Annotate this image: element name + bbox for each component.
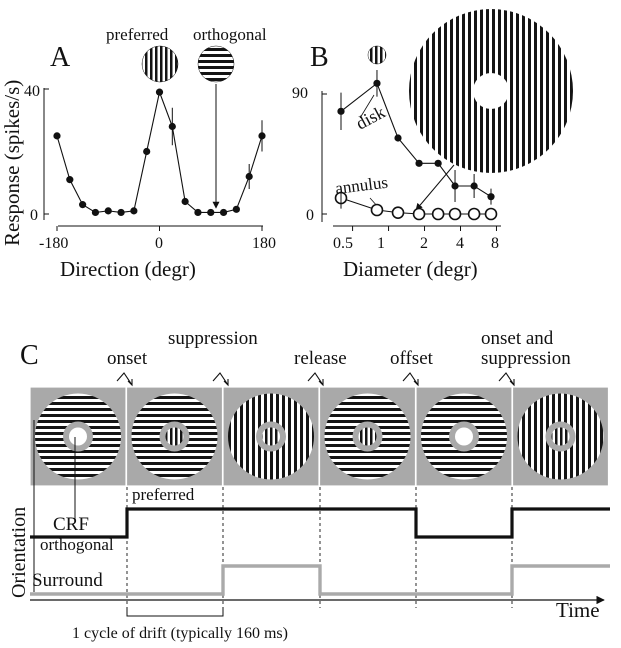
- panel-b-ytick-0: 0: [306, 207, 314, 224]
- annulus-point: [484, 207, 498, 221]
- panel-a-point: [104, 207, 112, 215]
- panel-a-point: [79, 201, 87, 209]
- annulus-stimulus-icon: [409, 9, 573, 173]
- panel-b: B 90 0 0.5 1 2 4 8 Diameter (degr) disk …: [292, 9, 573, 281]
- disk-point: [337, 107, 345, 115]
- disk-point: [394, 134, 402, 142]
- disk-point: [373, 79, 381, 87]
- orthogonal-level-label: orthogonal: [40, 535, 114, 554]
- panel-a-point: [155, 88, 164, 96]
- annulus-point: [370, 203, 384, 217]
- orthogonal-grating-icon: [197, 45, 235, 83]
- panel-a-point: [207, 208, 215, 217]
- panel-b-xtick-8: 8: [491, 235, 499, 252]
- event-suppression: suppression: [168, 328, 258, 349]
- disk-point: [415, 159, 423, 167]
- event-onset-and: onset and: [481, 328, 554, 349]
- panel-a-icon-label-preferred: preferred: [106, 25, 169, 44]
- event-offset: offset: [390, 348, 434, 369]
- panel-b-xtick-2: 2: [420, 235, 428, 252]
- time-label: Time: [556, 598, 600, 622]
- small-disk-icon: [367, 45, 387, 65]
- panel-b-xtick-4: 4: [456, 235, 464, 252]
- panel-a-point: [258, 132, 266, 140]
- crf-label: CRF: [53, 514, 89, 535]
- panel-b-xlabel: Diameter (degr): [343, 257, 478, 281]
- center-grating: [358, 427, 377, 446]
- panel-b-ytick-90: 90: [292, 85, 308, 102]
- panel-a-point: [181, 197, 189, 206]
- panel-a-xlabel: Direction (degr): [60, 257, 196, 281]
- panel-a-point: [219, 208, 228, 217]
- panel-a-xtick-180: 180: [252, 235, 276, 252]
- event-arrows: [116, 372, 515, 387]
- annulus-point: [391, 206, 405, 219]
- event-release: release: [294, 348, 347, 369]
- panel-a-label: A: [50, 42, 71, 73]
- blank-center: [69, 427, 87, 446]
- panel-a-point: [168, 122, 176, 131]
- panel-a-series-line: [56, 90, 263, 214]
- panel-a-ylabel: Response (spikes/s): [0, 80, 24, 246]
- panel-a: A preferred orthogonal 40 0 -180 0 180 D…: [0, 25, 276, 281]
- preferred-level-label: preferred: [132, 485, 195, 504]
- disk-point: [451, 182, 459, 190]
- event-onset: onset: [107, 348, 148, 369]
- event-suppression-2: suppression: [481, 348, 571, 369]
- crf-orientation-trace: [30, 507, 610, 539]
- center-grating: [165, 427, 184, 446]
- annulus-point: [431, 207, 445, 221]
- panel-a-point: [194, 208, 202, 217]
- panel-a-icon-label-orthogonal: orthogonal: [193, 25, 267, 44]
- panel-a-point: [130, 207, 138, 215]
- stimulus-frames: [29, 386, 610, 487]
- panel-b-xtick-1: 1: [377, 235, 385, 252]
- blank-center: [455, 427, 473, 446]
- event-dashed-lines: [126, 487, 513, 608]
- panel-a-xtick--180: -180: [39, 235, 68, 252]
- panel-a-ytick-40: 40: [24, 83, 40, 100]
- panel-c-label: C: [20, 340, 39, 371]
- panel-c: C onset suppression release offset onset…: [8, 328, 610, 642]
- annulus-point: [467, 207, 481, 221]
- center-grating: [551, 427, 570, 446]
- disk-label: disk: [352, 102, 388, 134]
- cycle-bracket: [126, 607, 224, 617]
- panel-b-label: B: [310, 42, 329, 73]
- panel-a-point: [232, 205, 240, 213]
- orientation-label: Orientation: [8, 507, 30, 598]
- panel-a-point: [53, 132, 61, 140]
- surround-label: Surround: [32, 570, 103, 591]
- panel-a-point: [91, 208, 100, 217]
- panel-b-xtick-0.5: 0.5: [333, 235, 353, 252]
- cycle-label: 1 cycle of drift (typically 160 ms): [72, 625, 288, 642]
- annulus-point: [448, 207, 462, 221]
- disk-label-line: [359, 94, 375, 119]
- surround-orientation-trace: [30, 564, 610, 596]
- panel-a-point: [117, 208, 125, 217]
- center-grating: [262, 427, 280, 446]
- disk-point: [470, 182, 478, 190]
- annulus-stimulus-arrow: [415, 164, 455, 211]
- panel-a-ytick-0: 0: [30, 207, 38, 224]
- panel-a-xtick-0: 0: [155, 235, 163, 252]
- panel-a-point: [245, 172, 253, 181]
- panel-a-point: [143, 147, 151, 156]
- panel-a-point: [66, 176, 74, 184]
- preferred-grating-icon: [141, 45, 179, 83]
- disk-point: [487, 193, 495, 201]
- annulus-point: [412, 207, 426, 221]
- disk-point: [434, 159, 442, 167]
